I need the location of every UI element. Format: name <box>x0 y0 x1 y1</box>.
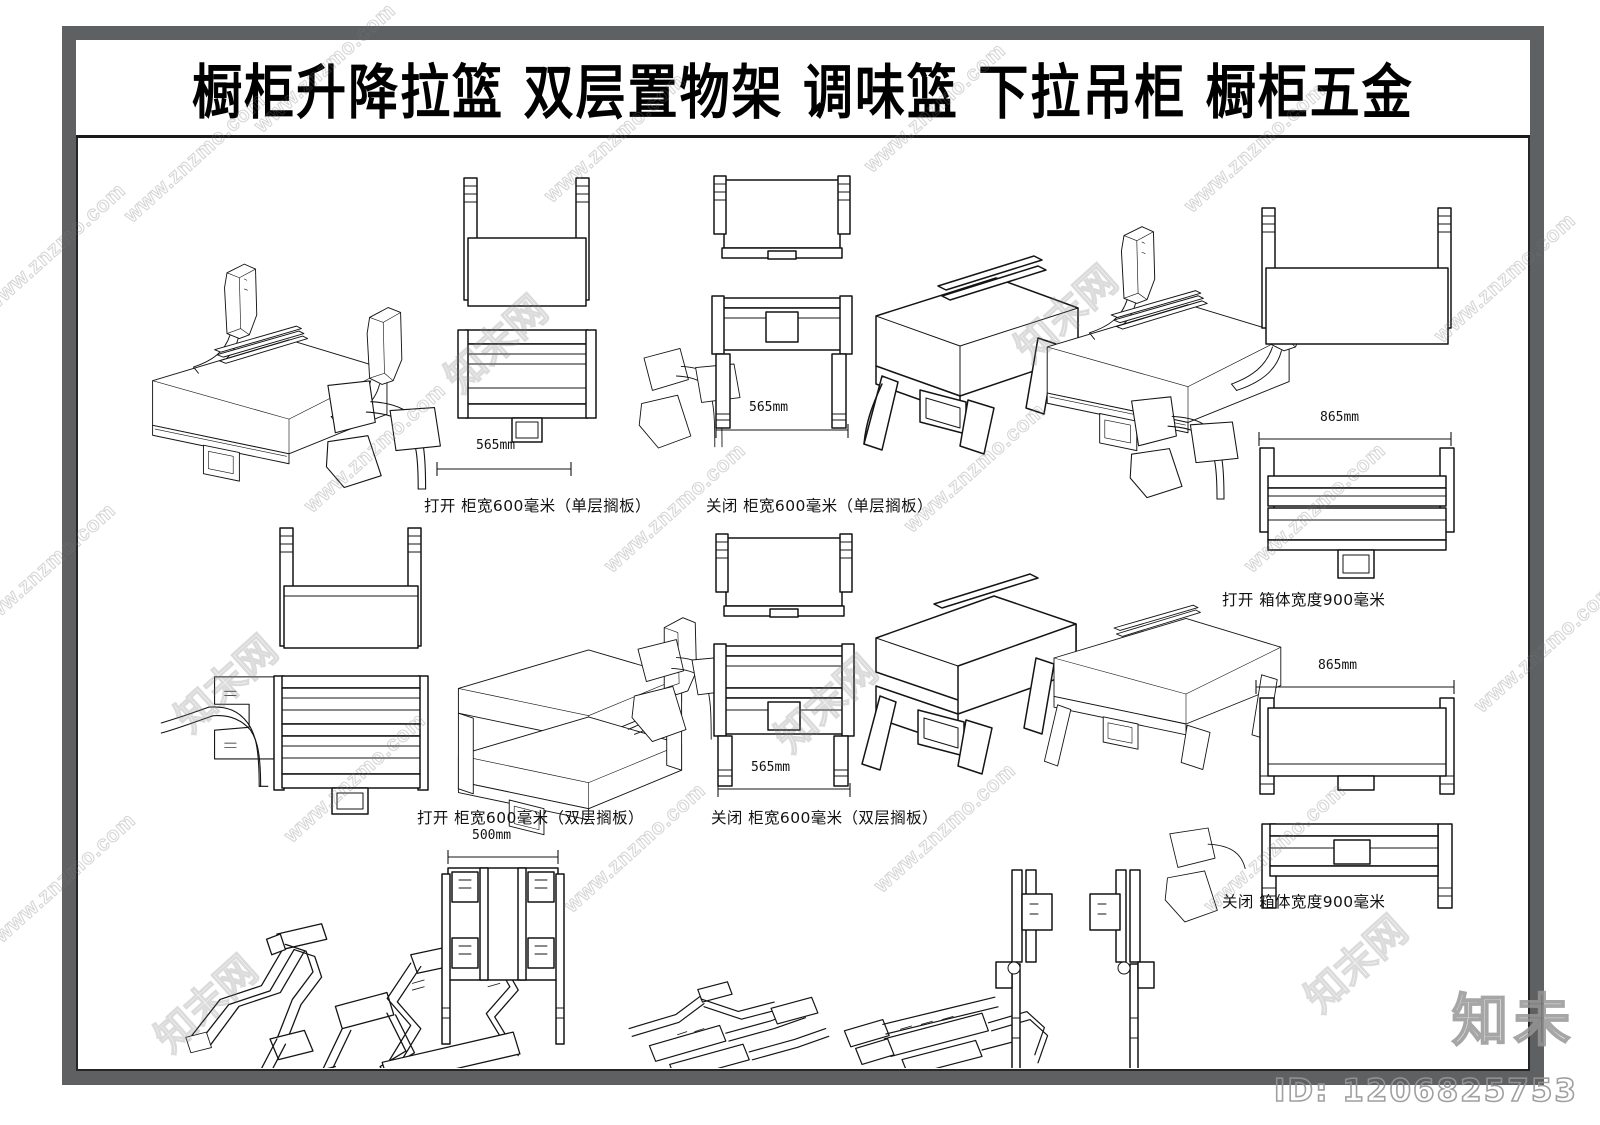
fig-top-closed-single <box>713 175 851 260</box>
fig-iso-closed-single <box>863 255 1079 455</box>
caption-open-600-single: 打开 柜宽600毫米（单层搁板） <box>424 497 651 515</box>
fig-hardware-iso-a <box>185 923 416 1068</box>
corner-brand-logo: 知未 <box>1451 988 1576 1055</box>
title-block: 橱柜升降拉篮 双层置物架 调味篮 下拉吊柜 橱柜五金 <box>76 40 1530 138</box>
drawing-canvas: .s { fill:#ffffff; stroke:#141414; strok… <box>76 138 1530 1071</box>
fig-iso-closed-double <box>861 573 1077 775</box>
fig-hardware-iso-c <box>628 981 830 1068</box>
drawing-id-label: ID: 1206825753 <box>1273 1072 1578 1110</box>
caption-open-900: 打开 箱体宽度900毫米 <box>1222 591 1386 609</box>
sheet-title: 橱柜升降拉篮 双层置物架 调味篮 下拉吊柜 橱柜五金 <box>192 58 1414 127</box>
caption-close-600-double: 关闭 柜宽600毫米（双层搁板） <box>711 809 938 827</box>
dim-label-565-c: 565mm <box>751 760 791 775</box>
dim-label-865-a: 865mm <box>1320 410 1360 425</box>
caption-close-600-single: 关闭 柜宽600毫米（单层搁板） <box>706 497 933 515</box>
fig-front-closed-single <box>711 295 853 438</box>
fig-front-open-900 <box>1258 207 1455 579</box>
cad-vector-content: .s { fill:#ffffff; stroke:#141414; strok… <box>152 175 1455 1068</box>
dim-label-565-b: 565mm <box>749 400 789 415</box>
fig-front-closed-double <box>713 643 855 797</box>
fig-hardware-front <box>441 850 565 1045</box>
caption-close-900: 关闭 箱体宽度900毫米 <box>1222 893 1386 911</box>
fig-hardware-rail-pair <box>995 869 1155 1068</box>
fig-top-closed-double <box>715 533 853 618</box>
dim-label-565-a: 565mm <box>476 438 516 453</box>
fig-front-open-double <box>273 527 429 815</box>
fig-front-open-single <box>436 177 597 476</box>
caption-open-600-double: 打开 柜宽600毫米（双层搁板） <box>417 809 644 827</box>
drawing-frame: 橱柜升降拉篮 双层置物架 调味篮 下拉吊柜 橱柜五金 .s { fill:#ff… <box>62 26 1544 1085</box>
fig-front-closed-900 <box>1255 680 1455 909</box>
fig-iso-closed-900 <box>1043 604 1282 771</box>
dim-label-500: 500mm <box>472 828 512 843</box>
fig-hardware-iso-d <box>843 996 1049 1068</box>
dim-label-865-b: 865mm <box>1318 658 1358 673</box>
fig-iso-open-double <box>457 617 697 836</box>
fig-side-profile-900 <box>1164 827 1246 923</box>
